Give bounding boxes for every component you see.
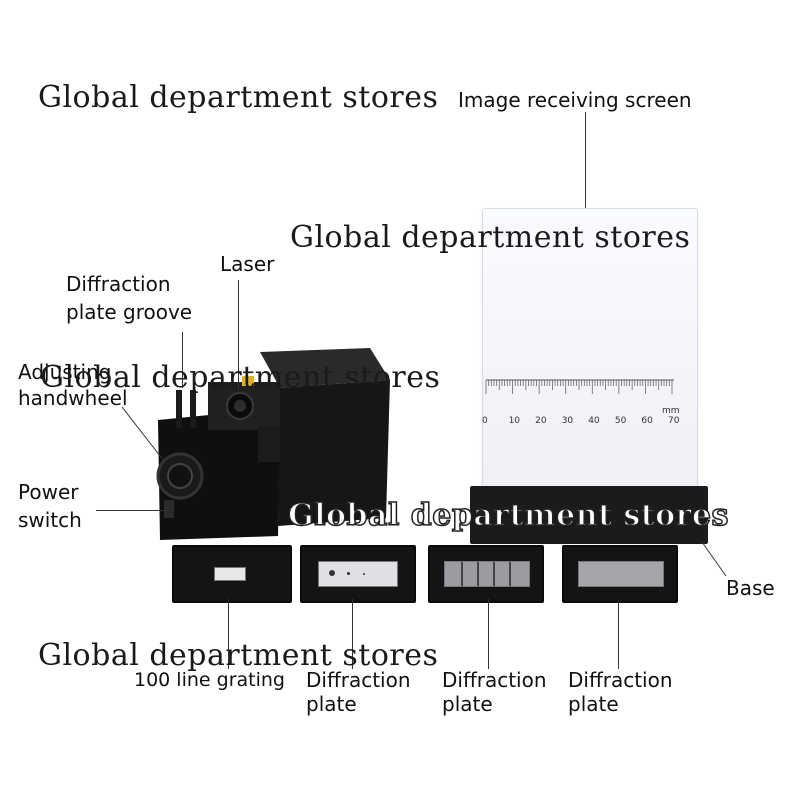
leader-power-switch: [96, 510, 168, 511]
label-diffraction-plate-3b: plate: [568, 692, 619, 716]
screen-ruler: [485, 379, 674, 394]
leader-screen: [585, 112, 586, 208]
label-base: Base: [726, 576, 775, 600]
label-adjusting-handwheel-1: Adjusting: [18, 360, 112, 384]
plate-window: [578, 561, 664, 587]
plate-window: [318, 561, 398, 587]
watermark-top: Global department stores: [38, 80, 439, 115]
leader-laser: [238, 280, 239, 390]
watermark-middle: Global department stores: [40, 360, 441, 395]
label-diffraction-plate-1a: Diffraction: [306, 668, 411, 692]
plate-diffraction-1: [300, 545, 416, 603]
label-diffraction-plate-groove-1: Diffraction: [66, 272, 171, 296]
ruler-tick-label: 30: [561, 416, 574, 426]
leader-plate-2: [488, 599, 489, 669]
plate-diffraction-3: [562, 545, 678, 603]
label-diffraction-plate-2a: Diffraction: [442, 668, 547, 692]
label-laser: Laser: [220, 252, 275, 276]
leader-groove: [182, 332, 183, 388]
leader-handwheel: [121, 406, 165, 462]
label-image-receiving-screen: Image receiving screen: [458, 88, 692, 112]
ruler-tick-label: 40: [588, 416, 600, 426]
leader-plate-3: [618, 599, 619, 669]
plate-window: [444, 561, 530, 587]
image-receiving-screen: [482, 208, 698, 500]
ruler-unit: mm: [662, 406, 680, 416]
label-adjusting-handwheel-2: handwheel: [18, 386, 128, 410]
base-block: [470, 486, 708, 544]
ruler-tick-label: 60: [641, 416, 653, 426]
leader-plate-1: [352, 599, 353, 669]
label-diffraction-plate-2b: plate: [442, 692, 493, 716]
plate-100-line-grating: [172, 545, 292, 603]
watermark-base: Global department stores: [287, 497, 729, 534]
label-diffraction-plate-1b: plate: [306, 692, 357, 716]
leader-base: [701, 541, 727, 577]
ruler-tick-label: 0: [482, 416, 488, 426]
watermark-screen: Global department stores: [290, 220, 691, 255]
leader-grating: [228, 599, 229, 669]
watermark-bottom: Global department stores: [38, 638, 439, 673]
label-100-line-grating: 100 line grating: [134, 669, 285, 691]
label-diffraction-plate-3a: Diffraction: [568, 668, 673, 692]
ruler-tick-label: 70: [668, 416, 680, 426]
ruler-tick-label: 20: [535, 416, 547, 426]
label-power-switch-1: Power: [18, 480, 79, 504]
laser-unit: [156, 348, 390, 540]
plate-diffraction-2: [428, 545, 544, 603]
ruler-tick-label: 50: [614, 416, 627, 426]
label-diffraction-plate-groove-2: plate groove: [66, 300, 193, 324]
label-power-switch-2: switch: [18, 508, 82, 532]
plate-window: [214, 567, 246, 581]
ruler-tick-label: 10: [508, 416, 521, 426]
